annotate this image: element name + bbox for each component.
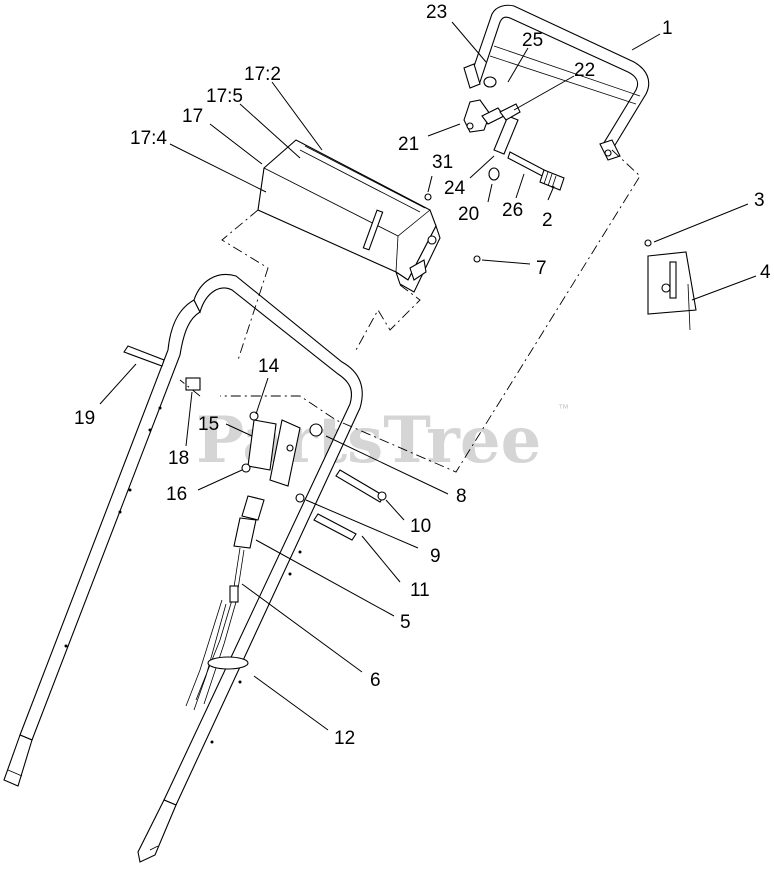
bail-label — [647, 251, 697, 331]
callout-17-2: 17:2 — [244, 64, 281, 85]
callout-12: 12 — [334, 728, 355, 749]
callout-31: 31 — [432, 152, 453, 173]
callout-24: 24 — [444, 178, 466, 199]
callout-8: 8 — [456, 486, 467, 507]
callout-1: 1 — [662, 18, 673, 39]
lower-handle-right-tube — [137, 274, 363, 863]
callout-14: 14 — [258, 356, 280, 377]
callout-labels: 23 25 1 22 17:2 17:5 17 17:4 21 31 24 20… — [74, 2, 771, 749]
callout-15: 15 — [198, 414, 219, 435]
upper-handle — [463, 4, 650, 161]
callout-7: 7 — [536, 258, 547, 279]
small-hardware — [123, 193, 652, 541]
callout-2: 2 — [542, 210, 553, 231]
callout-21: 21 — [398, 134, 419, 155]
callout-20: 20 — [458, 204, 479, 225]
bail-linkage — [463, 76, 565, 191]
callout-4: 4 — [760, 262, 771, 283]
callout-26: 26 — [502, 200, 523, 221]
callout-17-4: 17:4 — [130, 128, 167, 149]
callout-18: 18 — [168, 448, 189, 469]
callout-5: 5 — [400, 612, 411, 633]
cable-assembly — [185, 495, 265, 711]
callout-10: 10 — [410, 516, 431, 537]
callout-17-5: 17:5 — [206, 86, 243, 107]
callout-17: 17 — [182, 106, 203, 127]
callout-6: 6 — [370, 670, 381, 691]
lower-handle-left-tube — [3, 299, 201, 787]
callout-19: 19 — [74, 408, 95, 429]
callout-22: 22 — [574, 60, 595, 81]
leader-lines — [99, 21, 757, 731]
callout-25: 25 — [522, 30, 543, 51]
watermark-trademark: ™ — [558, 403, 569, 415]
callout-9: 9 — [430, 546, 441, 567]
callout-23: 23 — [426, 2, 447, 23]
assembly-lines — [179, 149, 641, 473]
callout-3: 3 — [754, 190, 765, 211]
control-box — [257, 139, 441, 293]
tube-holes — [64, 406, 302, 744]
control-bracket — [247, 419, 323, 503]
callout-16: 16 — [166, 484, 187, 505]
callout-11: 11 — [410, 580, 430, 601]
